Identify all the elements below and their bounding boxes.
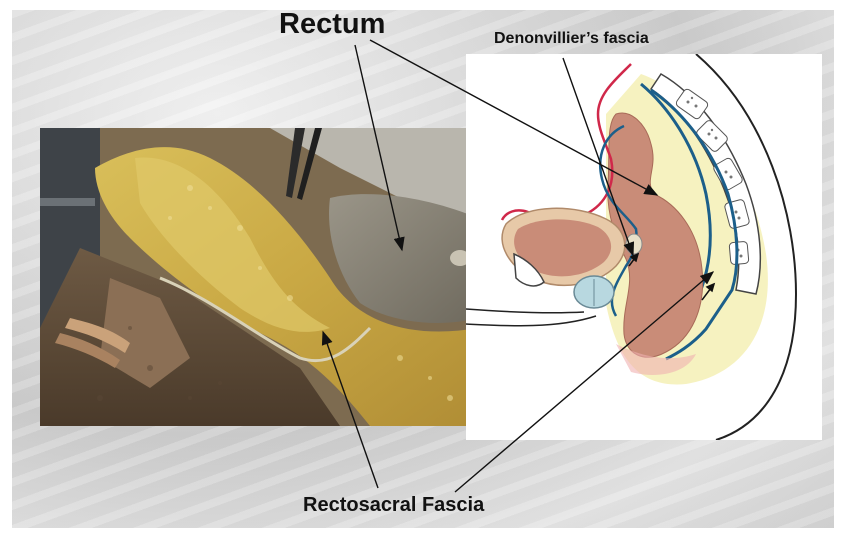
pelvis-illustration — [466, 54, 822, 440]
label-rectosacral-fascia: Rectosacral Fascia — [303, 494, 484, 517]
sagittal-pelvis-diagram — [466, 54, 822, 440]
dissection-photo-illustration — [40, 128, 478, 426]
prostate — [574, 276, 614, 308]
label-rectum: Rectum — [279, 8, 385, 41]
label-denonvillier-fascia: Denonvillier’s fascia — [494, 30, 649, 48]
dissection-photo — [40, 128, 478, 426]
